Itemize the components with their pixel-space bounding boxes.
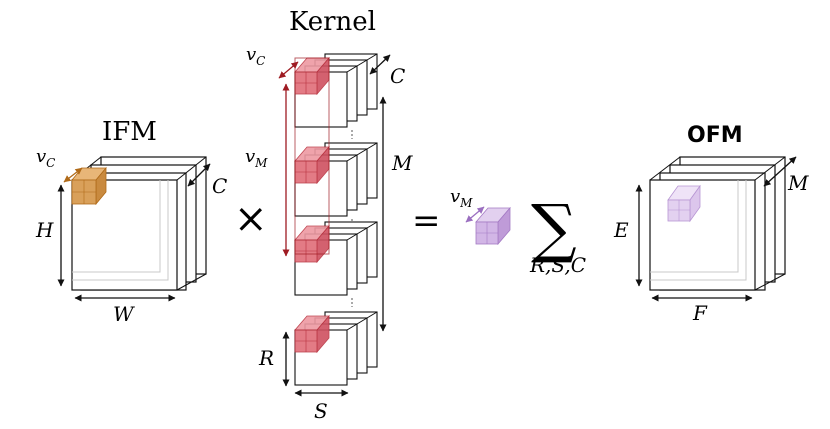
kernel-edge [346,142,378,162]
ifm-c-label: C [212,174,227,198]
kernel-vm-slice [294,57,330,255]
ifm-vector-block [71,166,107,206]
ofm-m-label: M [787,171,809,195]
ifm-w-label: W [113,302,135,326]
kernel-stack [294,53,378,386]
ifm-vc-arrow [63,167,83,183]
ifm-h-label: H [35,218,54,242]
kernel-m-label: M [391,151,413,175]
sum-subscript: R,S,C [529,253,586,277]
ofm-f-label: F [692,301,708,325]
ifm-tensor [71,156,207,291]
kernel-filter-2 [294,142,378,228]
kernel-filter-1 [294,53,378,139]
kernel-vector-block [294,224,330,264]
ofm-m-arrow [763,156,797,187]
ifm-c-arrow [187,163,211,187]
kernel-vector-block [294,145,330,185]
ofm-title: OFM [687,123,743,148]
kernel-c-arrow [369,54,391,75]
equals-sign: = [412,201,441,241]
kernel-edge [346,221,378,241]
ifm-title: IFM [102,117,157,147]
kernel-title: Kernel [289,7,376,37]
output-vm-arrow [465,206,485,223]
ofm-vector-block [667,184,701,223]
output-vm-label: vM [450,186,473,210]
kernel-filter-4 [294,311,378,386]
kernel-filter-3 [294,221,378,307]
kernel-c-label: C [390,64,405,88]
kernel-vm-label: vM [245,146,268,170]
kernel-r-label: R [258,346,274,370]
kernel-vector-block [294,314,330,354]
ifm-vc-label: vC [36,146,55,170]
kernel-vector-block [294,56,330,96]
kernel-vc-label: vC [246,44,265,68]
ofm-e-label: E [613,218,629,242]
sum-symbol: ∑ [531,192,577,266]
times-sign: × [234,196,268,242]
kernel-vc-arrow [278,61,299,79]
output-vector-block [475,206,511,246]
ofm-tensor [649,156,786,291]
kernel-s-label: S [314,399,328,423]
kernel-edge [346,311,378,331]
